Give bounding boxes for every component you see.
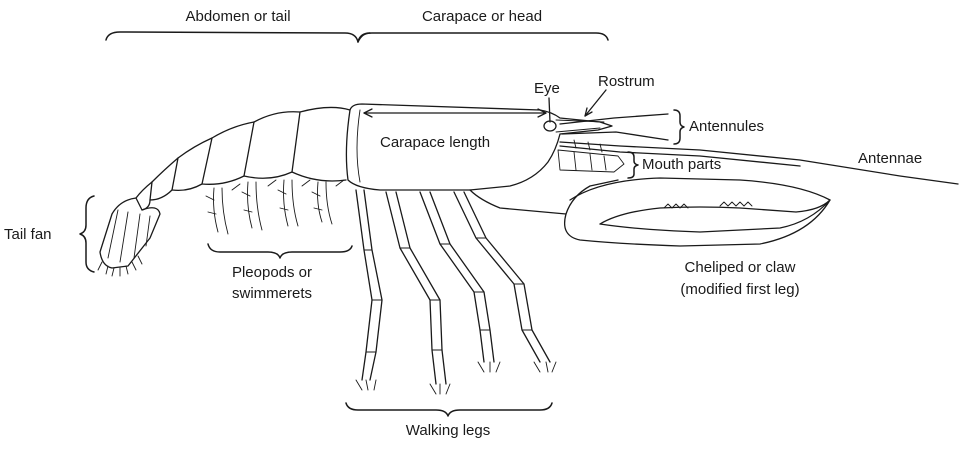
- mouth-part-shape: [558, 150, 624, 172]
- antennules-shape: [560, 114, 668, 140]
- eye-pointer: [549, 98, 550, 122]
- label-eye: Eye: [534, 80, 560, 97]
- label-cheliped-line1: Cheliped or claw: [650, 259, 830, 276]
- label-carapace: Carapace or head: [394, 8, 570, 25]
- label-walking-legs: Walking legs: [388, 422, 508, 439]
- leg-tip-hairs: [356, 362, 556, 394]
- abdomen-brace: [106, 32, 370, 42]
- label-tail-fan: Tail fan: [4, 226, 52, 243]
- pleopod-2: [248, 182, 263, 230]
- carapace-brace: [358, 33, 608, 42]
- tail-fan-ribs: [108, 210, 150, 262]
- claw-upper: [570, 178, 830, 224]
- mouth-parts-brace: [628, 152, 638, 178]
- pleopods-brace: [208, 244, 352, 258]
- pleopod-hairs: [206, 180, 344, 214]
- antennules-brace: [674, 110, 684, 144]
- walking-legs-brace: [346, 403, 552, 416]
- abdomen-segment-3: [202, 122, 254, 184]
- label-carapace-length: Carapace length: [380, 134, 490, 151]
- label-abdomen: Abdomen or tail: [150, 8, 326, 25]
- tail-fan-brace: [80, 196, 94, 272]
- walking-leg-2: [386, 192, 446, 384]
- label-antennae: Antennae: [858, 150, 922, 167]
- label-mouth-parts: Mouth parts: [642, 156, 721, 173]
- tail-fan-fringe: [98, 256, 142, 276]
- label-pleopods-line1: Pleopods or: [206, 264, 338, 281]
- label-rostrum: Rostrum: [598, 73, 655, 90]
- pleopod-1: [214, 188, 229, 234]
- abdomen-segment-1: [292, 107, 350, 181]
- rostrum-pointer: [585, 90, 606, 116]
- pleopod-3: [284, 180, 299, 226]
- pleopod-4: [318, 182, 333, 224]
- cheliped-arm: [470, 180, 618, 214]
- walking-leg-1: [356, 190, 382, 380]
- abdomen-segment-6: [136, 182, 152, 210]
- label-pleopods-line2: swimmerets: [206, 285, 338, 302]
- label-cheliped-line2: (modified first leg): [640, 281, 840, 298]
- tail-fan-shape: [100, 198, 160, 268]
- carapace-groove: [357, 110, 360, 182]
- label-antennules: Antennules: [689, 118, 764, 135]
- walking-leg-4: [454, 192, 550, 362]
